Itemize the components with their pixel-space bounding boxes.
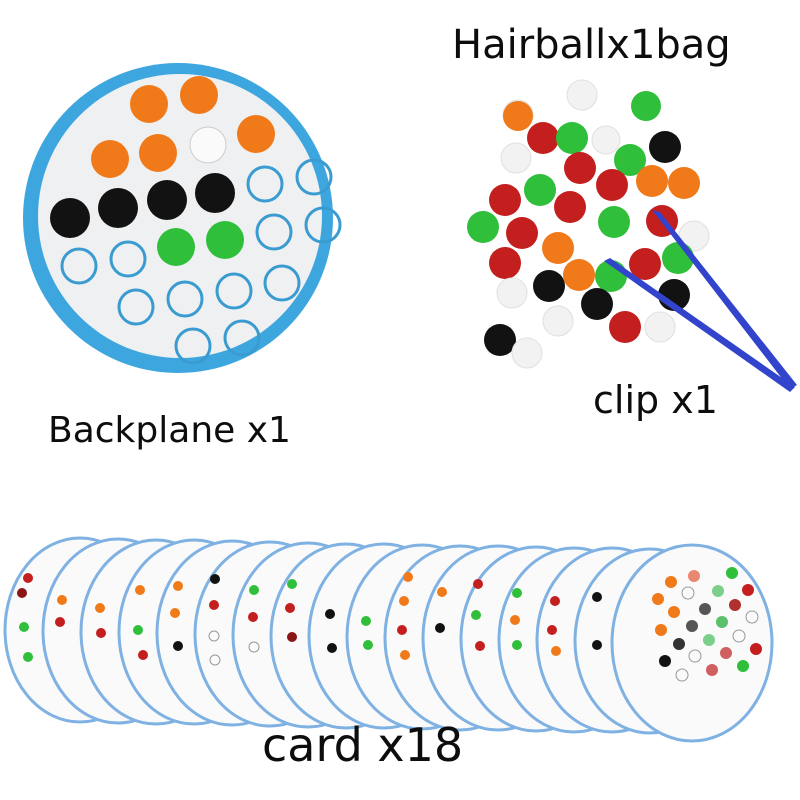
backplane-balls bbox=[50, 76, 275, 266]
card-label: card x18 bbox=[262, 718, 464, 772]
backplane-board bbox=[23, 63, 342, 373]
pattern-cards bbox=[3, 536, 774, 743]
clip-label: clip x1 bbox=[593, 378, 718, 422]
pompom-balls bbox=[467, 79, 710, 369]
hairball-label: Hairballx1bag bbox=[452, 22, 731, 68]
tweezer-clip bbox=[604, 210, 797, 392]
backplane-rings bbox=[60, 158, 342, 365]
backplane-label: Backplane x1 bbox=[48, 410, 291, 451]
